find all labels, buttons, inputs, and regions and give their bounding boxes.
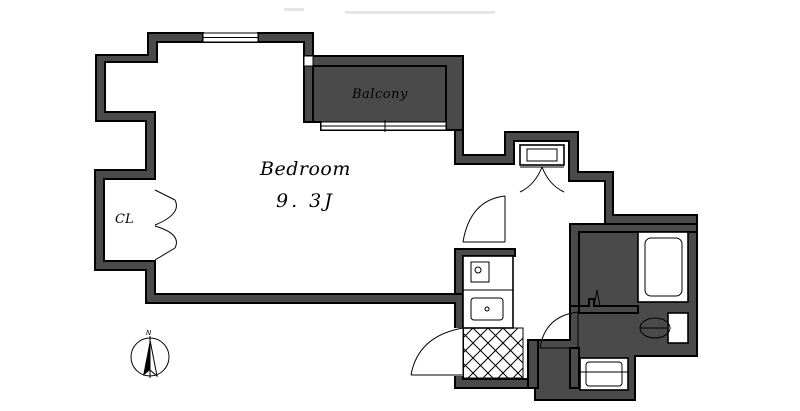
entrance-door <box>410 327 464 376</box>
toilet-door <box>593 289 601 307</box>
bathroom-door <box>539 311 579 349</box>
balcony-wall <box>303 55 464 131</box>
partition-lower <box>569 347 580 389</box>
kitchen <box>462 255 514 329</box>
closet-label: CL <box>115 212 134 227</box>
partition-wash <box>527 339 539 389</box>
partition-bath <box>569 223 698 307</box>
wash-basin <box>579 357 629 391</box>
toilet <box>639 312 689 344</box>
closet-door <box>146 189 177 261</box>
storage-cabinet <box>519 144 565 193</box>
bedroom-door <box>462 195 506 243</box>
scan-artifact <box>284 8 304 11</box>
balcony-side-window <box>303 55 314 67</box>
bathtub <box>637 231 689 303</box>
entrance-tiles <box>462 327 524 379</box>
balcony-label: Balcony <box>352 87 408 102</box>
bedroom-size-label: 9. 3J <box>276 190 335 212</box>
scan-artifact <box>345 11 495 14</box>
north-arrow-icon <box>130 336 170 378</box>
north-label: N <box>146 329 152 337</box>
bedroom-label: Bedroom <box>260 158 351 180</box>
